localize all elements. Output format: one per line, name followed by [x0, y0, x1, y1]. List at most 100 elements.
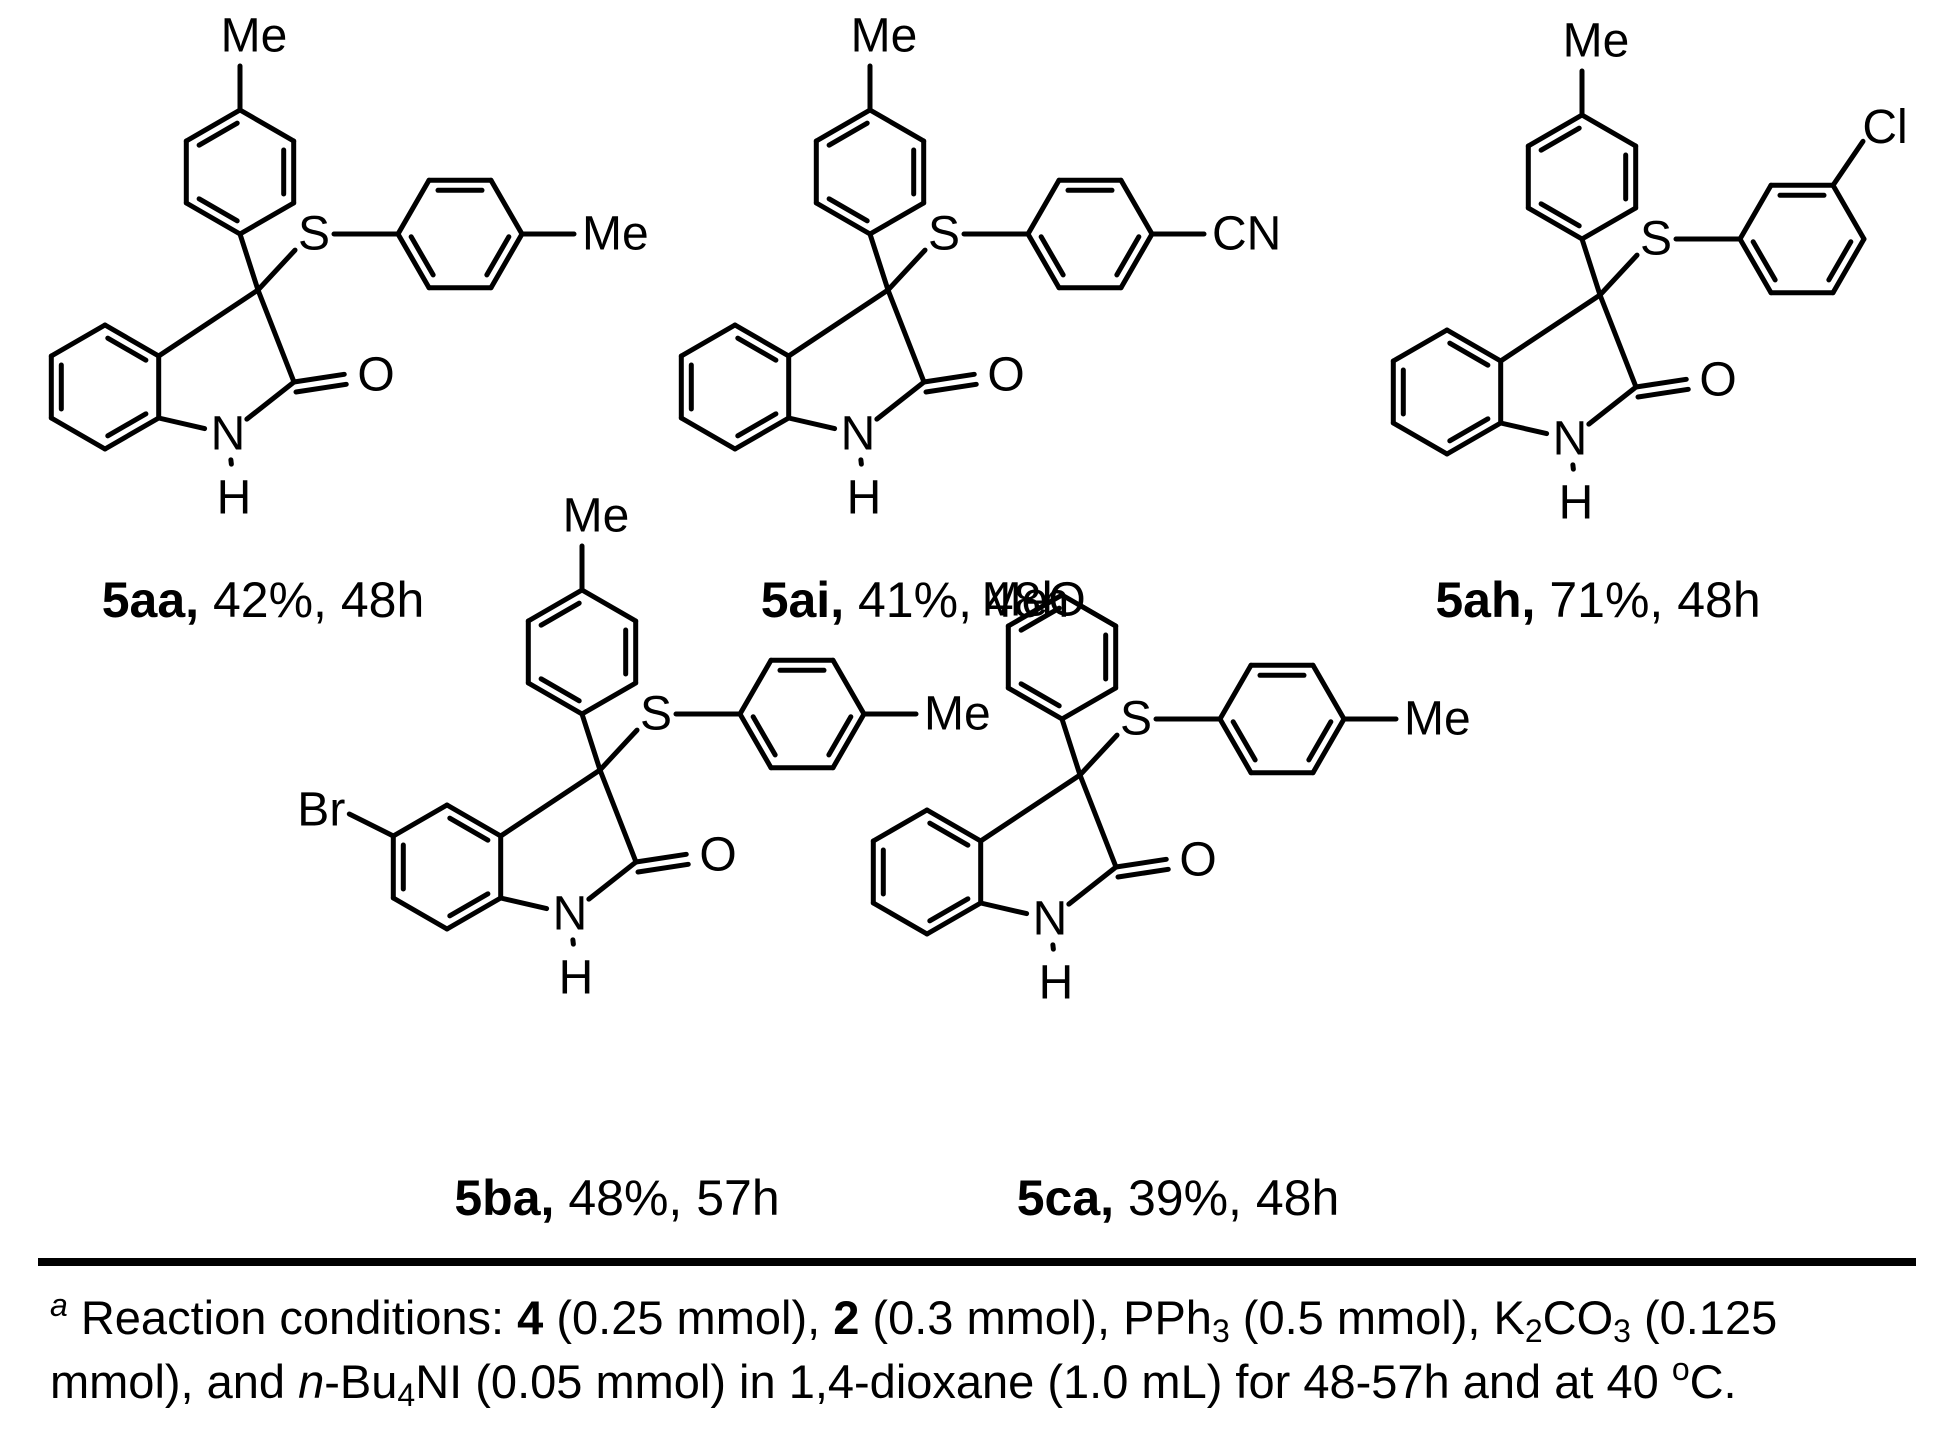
footnote-run: n [298, 1355, 325, 1408]
ring-bond-line [1217, 716, 1254, 776]
ring-bond-line [525, 587, 585, 624]
double-bond-line [447, 891, 491, 919]
compound-id: 5ai [761, 572, 831, 628]
ring-bond-line [237, 107, 297, 144]
double-bond-line [735, 411, 779, 439]
double-bond-line [484, 234, 512, 278]
footnote-run: (0.25 mmol), [543, 1291, 834, 1344]
bond-line [498, 767, 603, 839]
ring-bond-line [813, 107, 873, 144]
footnote-run: CO [1542, 1291, 1614, 1344]
compound-time: 48h [341, 572, 424, 628]
ring-bond-line [1025, 231, 1062, 291]
footnote-run: NI (0.05 mmol) in 1,4-dioxane (1.0 mL) f… [415, 1355, 1672, 1408]
compound-id: 5ca [1017, 1170, 1102, 1226]
ring-bond-line [1217, 662, 1254, 722]
ring-bond-line [1830, 236, 1867, 296]
caption-comma: , [185, 572, 213, 628]
ring-bond-line [678, 415, 738, 452]
bond-line [1830, 138, 1866, 188]
nitrogen-label: N [1553, 413, 1588, 466]
bond-line [1059, 716, 1083, 778]
caption-comma: , [830, 572, 858, 628]
ring-bond-line [1737, 236, 1774, 296]
ring-bond-line [924, 807, 984, 844]
top-substituent-label: Me [1563, 15, 1630, 68]
ring-bond-line [830, 711, 867, 771]
double-bond-line [1114, 234, 1142, 278]
compound-yield: 48% [568, 1170, 668, 1226]
compound-time: 48h [1256, 1170, 1339, 1226]
ring-bond-line [183, 200, 243, 237]
ring-bond-line [867, 107, 927, 144]
ring-bond-line [395, 177, 432, 237]
ring-bond-line [830, 657, 867, 717]
bond-line [255, 247, 298, 293]
bond-line [885, 247, 928, 293]
compound-yield: 71% [1549, 572, 1649, 628]
compound-id: 5aa [102, 572, 187, 628]
bond-line [1113, 856, 1169, 870]
bond-line [1075, 601, 1119, 629]
bond-line [597, 767, 639, 865]
sulfur-label: S [928, 208, 960, 261]
top-substituent-label: MeO [982, 574, 1086, 627]
sulfur-label: S [1120, 693, 1152, 746]
double-bond-line [1018, 681, 1062, 709]
bond-line [633, 851, 689, 865]
ring-bond-line [390, 895, 450, 932]
bond-line [1077, 772, 1119, 870]
table-rule [38, 1258, 1916, 1266]
ring-bond-line [1390, 327, 1450, 364]
ring-bond-line [488, 231, 525, 291]
bond-line [579, 711, 603, 773]
footnote-run: 2 [833, 1291, 860, 1344]
caption-comma: , [541, 1170, 569, 1226]
sub-substituent-label: Me [582, 208, 649, 261]
bond-line [1066, 864, 1119, 907]
ring-bond-line [867, 200, 927, 237]
oxygen-label: O [1699, 354, 1736, 407]
compound-yield: 41% [858, 572, 958, 628]
top-substituent-label: Me [851, 10, 918, 63]
double-bond-line [826, 714, 854, 758]
ring-bond-line [1444, 420, 1504, 457]
bond-line [291, 371, 347, 385]
sulfur-label: S [640, 688, 672, 741]
ring-bond-line [1059, 685, 1119, 722]
bond-line [586, 859, 639, 902]
caption-comma: , [313, 572, 341, 628]
ring-bond-line [48, 415, 108, 452]
nitrogen-label: N [841, 408, 876, 461]
bond-line [874, 379, 927, 422]
ring-bond-line [1025, 177, 1062, 237]
bromo-label: Br [297, 784, 345, 837]
nitrogen-label: N [1033, 893, 1068, 946]
footnote-run: mmol), and [50, 1355, 299, 1408]
sub-substituent-label: Me [1404, 693, 1471, 746]
compound-yield: 42% [213, 572, 313, 628]
sub-substituent-label: Me [924, 688, 991, 741]
ring-bond-line [1005, 592, 1065, 629]
caption-comma: , [958, 572, 986, 628]
caption-comma: , [668, 1170, 696, 1226]
ring-bond-line [1390, 420, 1450, 457]
bond-line [1498, 292, 1603, 364]
double-bond-line [927, 896, 971, 924]
bond-line [237, 231, 261, 293]
sub-substituent-label: Cl [1862, 101, 1907, 154]
double-bond-line [196, 120, 240, 148]
compound-time: 57h [696, 1170, 779, 1226]
ring-bond-line [1005, 685, 1065, 722]
top-substituent-label: Me [563, 490, 630, 543]
footnote-run: o [1671, 1351, 1690, 1387]
compound-id: 5ba [454, 1170, 541, 1226]
ring-bond-line [813, 200, 873, 237]
bond-line [498, 895, 550, 912]
double-bond-line [538, 676, 582, 704]
double-bond-line [538, 600, 582, 628]
ring-bond-line [525, 680, 585, 717]
